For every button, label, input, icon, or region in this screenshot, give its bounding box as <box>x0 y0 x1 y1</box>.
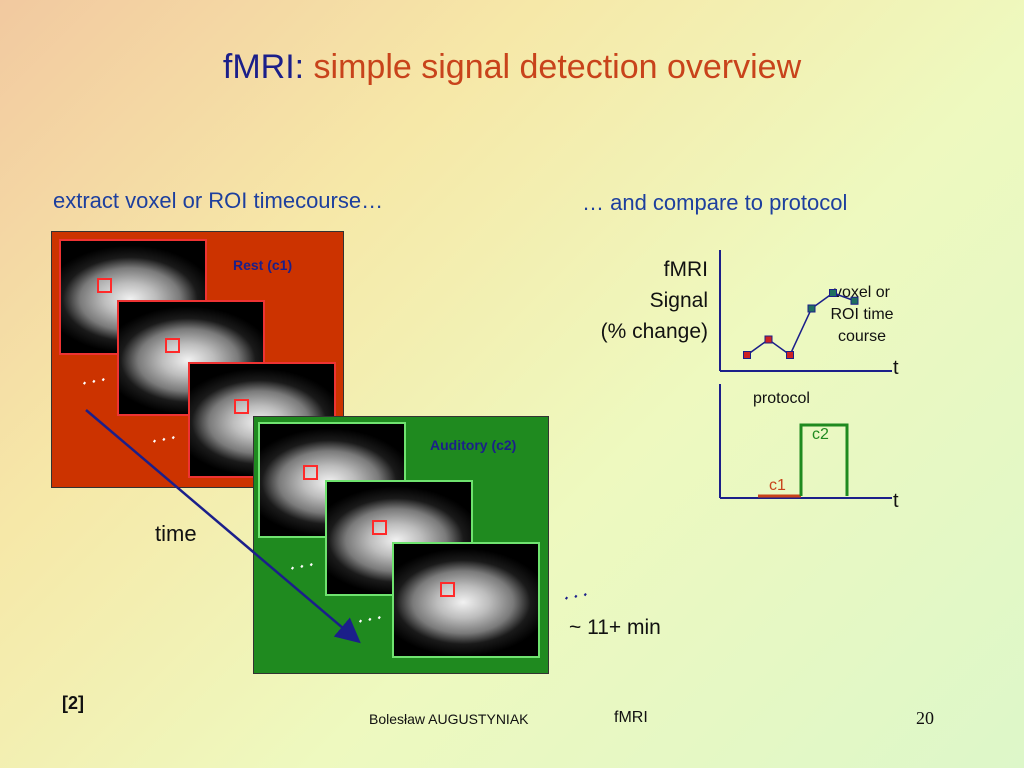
timecourse-point <box>743 351 751 359</box>
roi-marker <box>234 399 249 414</box>
annotation-line: course <box>837 328 887 345</box>
signal-axis-label-line: fMRI <box>663 258 708 281</box>
protocol-label: protocol <box>753 390 810 407</box>
roi-marker <box>372 520 387 535</box>
signal-x-label: t <box>893 357 899 379</box>
timecourse-point <box>786 351 794 359</box>
roi-marker <box>165 338 180 353</box>
duration-label: ~ 11+ min <box>569 616 661 639</box>
auditory-panel: Auditory (c2) ⋰ ⋰ <box>253 416 549 674</box>
protocol-x-label: t <box>893 490 899 512</box>
roi-marker <box>303 465 318 480</box>
timecourse-point <box>807 304 816 313</box>
c1-label: c1 <box>769 477 786 494</box>
timecourse-point <box>850 296 859 305</box>
reference-marker: [2] <box>62 693 84 713</box>
right-heading: … and compare to protocol <box>582 190 848 215</box>
timecourse-point <box>764 335 773 344</box>
footer-author: Bolesław AUGUSTYNIAK <box>369 711 529 727</box>
rest-label: Rest (c1) <box>233 257 293 273</box>
roi-marker <box>97 278 112 293</box>
left-heading: extract voxel or ROI timecourse… <box>53 188 384 213</box>
page-number: 20 <box>916 708 934 728</box>
timecourse-line <box>746 292 855 357</box>
title-prefix: fMRI: <box>222 48 305 86</box>
auditory-label: Auditory (c2) <box>430 437 517 453</box>
signal-chart <box>719 250 892 372</box>
protocol-chart <box>719 384 892 499</box>
title-main: simple signal detection overview <box>313 48 802 86</box>
signal-axis-label-line: (% change) <box>600 320 708 343</box>
signal-axis-label-line: Signal <box>649 289 708 312</box>
roi-marker <box>440 582 455 597</box>
time-label: time <box>155 521 197 546</box>
brain-slice-image <box>392 542 540 658</box>
slide-title: fMRI: simple signal detection overview <box>0 48 1024 87</box>
annotation-line: voxel or <box>833 284 891 301</box>
timecourse-point <box>829 289 837 297</box>
signal-axis-label: fMRI Signal (% change) <box>560 254 708 347</box>
footer-topic: fMRI <box>614 709 648 726</box>
c2-label: c2 <box>812 426 829 443</box>
protocol-c2-block <box>799 423 849 496</box>
annotation-line: ROI time <box>830 306 894 323</box>
timecourse-annotation: voxel or ROI time course <box>812 282 912 348</box>
